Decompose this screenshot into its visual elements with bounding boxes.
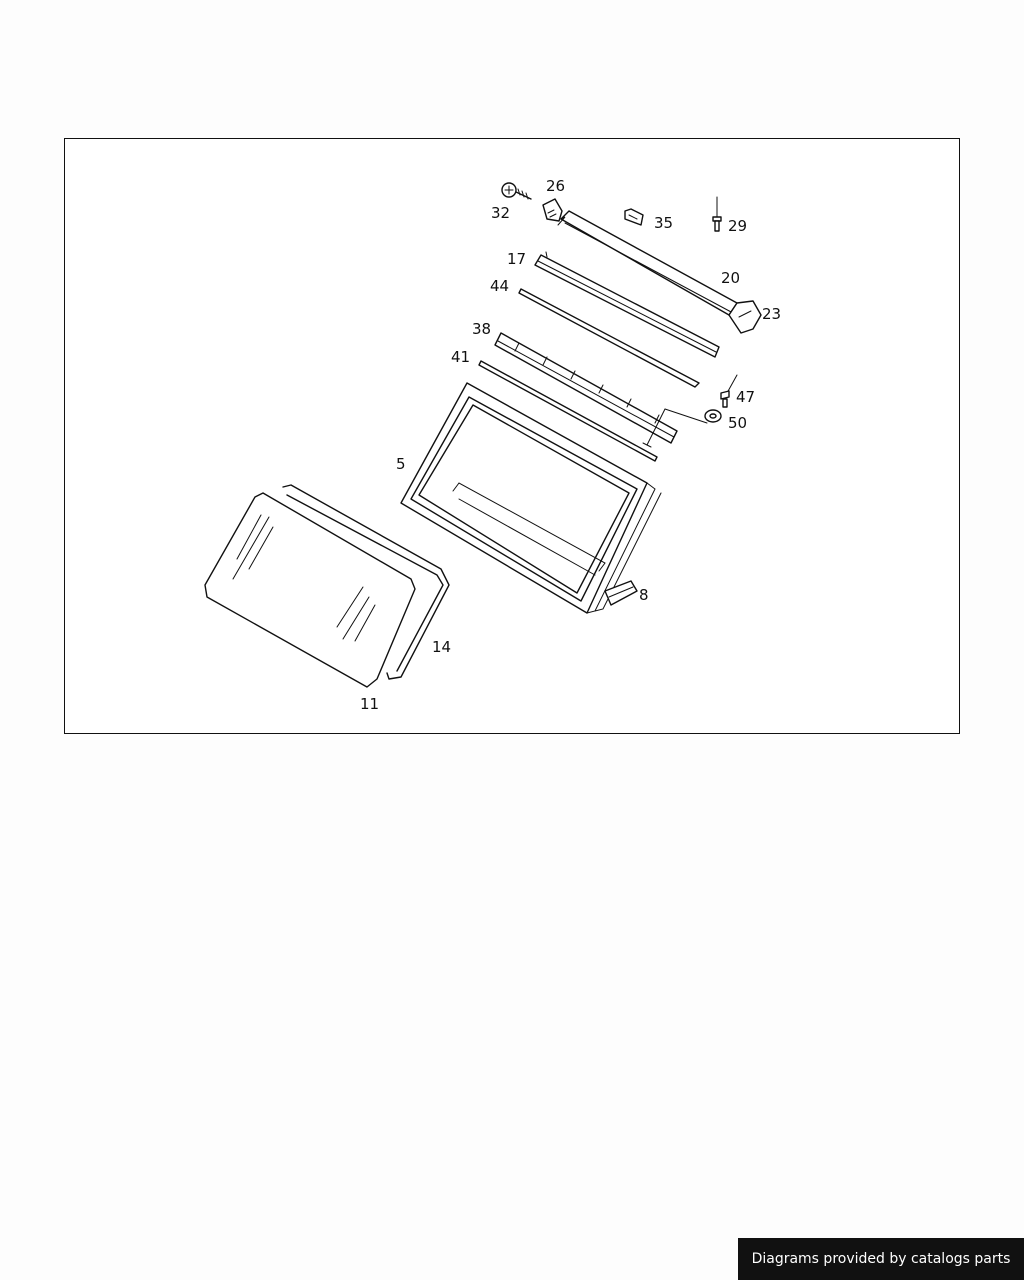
- callout-11: 11: [360, 695, 379, 713]
- part-29-pin[interactable]: [712, 196, 722, 232]
- part-35-retainer[interactable]: [624, 208, 644, 226]
- credit-text: Diagrams provided by catalogs parts: [751, 1251, 1011, 1267]
- exploded-parts-diagram: 32 26 35 29 17 20 44 23 38 41 47 50 5 8 …: [204, 177, 781, 713]
- callout-44: 44: [490, 277, 509, 295]
- callout-47: 47: [736, 388, 755, 406]
- callout-26: 26: [546, 177, 565, 195]
- part-8-corner-seal[interactable]: [604, 580, 638, 606]
- parts-diagram-frame: 32 26 35 29 17 20 44 23 38 41 47 50 5 8 …: [64, 138, 960, 734]
- callout-50: 50: [728, 414, 747, 432]
- part-14-gasket[interactable]: [282, 484, 450, 680]
- callout-41: 41: [451, 348, 470, 366]
- callout-5: 5: [396, 455, 406, 473]
- part-47-fastener[interactable]: [720, 374, 738, 408]
- part-41-strip[interactable]: [478, 360, 658, 462]
- credit-banner: Diagrams provided by catalogs parts: [738, 1238, 1024, 1280]
- part-5-window-frame[interactable]: [400, 382, 666, 614]
- callout-29: 29: [728, 217, 747, 235]
- callout-17: 17: [507, 250, 526, 268]
- part-38-channel[interactable]: [494, 332, 678, 444]
- part-32-screw[interactable]: [501, 182, 532, 200]
- callout-23: 23: [762, 305, 781, 323]
- callout-20: 20: [721, 269, 740, 287]
- callout-8: 8: [639, 586, 649, 604]
- part-17-seal-strip[interactable]: [534, 251, 720, 358]
- part-23-end-cap[interactable]: [728, 300, 762, 334]
- part-11-glass-pane[interactable]: [204, 492, 416, 688]
- callout-32: 32: [491, 204, 510, 222]
- part-20-trim-strip[interactable]: [557, 210, 738, 316]
- part-50-washer[interactable]: [664, 408, 722, 424]
- callout-14: 14: [432, 638, 451, 656]
- part-26-clip[interactable]: [542, 198, 563, 222]
- callout-35: 35: [654, 214, 673, 232]
- part-44-rod[interactable]: [518, 288, 700, 388]
- callout-38: 38: [472, 320, 491, 338]
